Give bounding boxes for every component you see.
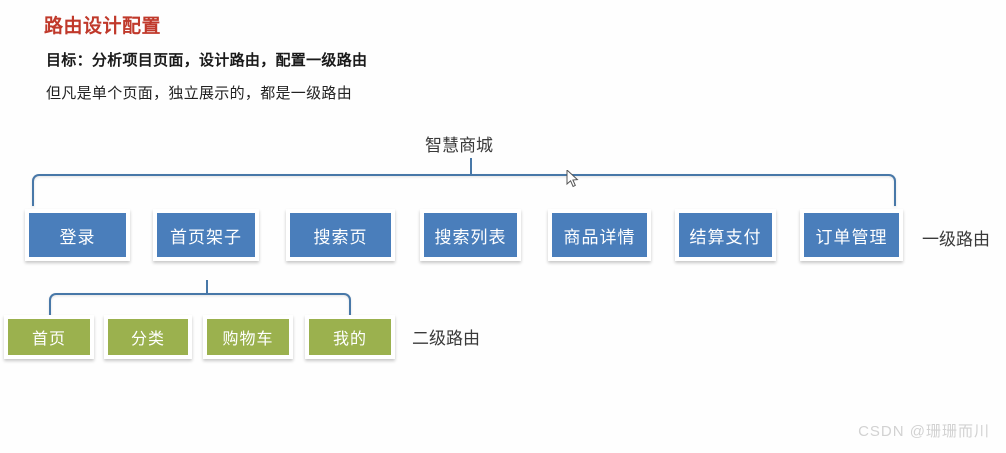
level2-node-2[interactable]: 分类 (104, 315, 192, 359)
level1-node-1[interactable]: 登录 (25, 209, 130, 261)
level1-node-2[interactable]: 首页架子 (153, 209, 259, 261)
level2-node-3[interactable]: 购物车 (203, 315, 293, 359)
level1-side-label: 一级路由 (922, 230, 990, 249)
level1-node-4[interactable]: 搜索列表 (420, 209, 521, 261)
level1-node-3[interactable]: 搜索页 (286, 209, 395, 261)
level1-node-6[interactable]: 结算支付 (675, 209, 776, 261)
level2-bracket-stem (206, 280, 208, 294)
root-node-label: 智慧商城 (425, 136, 493, 155)
level1-bracket (32, 174, 896, 206)
level1-bracket-stem (470, 158, 472, 175)
level2-bracket (49, 293, 351, 317)
level1-node-5[interactable]: 商品详情 (548, 209, 651, 261)
level1-node-7[interactable]: 订单管理 (800, 209, 903, 261)
page-title: 路由设计配置 (44, 16, 162, 37)
note-text: 但凡是单个页面，独立展示的，都是一级路由 (46, 85, 353, 102)
watermark: CSDN @珊珊而川 (858, 423, 990, 440)
level2-node-4[interactable]: 我的 (305, 315, 395, 359)
level2-side-label: 二级路由 (412, 329, 480, 348)
goal-text: 目标：分析项目页面，设计路由，配置一级路由 (46, 52, 368, 69)
level2-node-1[interactable]: 首页 (4, 315, 94, 359)
